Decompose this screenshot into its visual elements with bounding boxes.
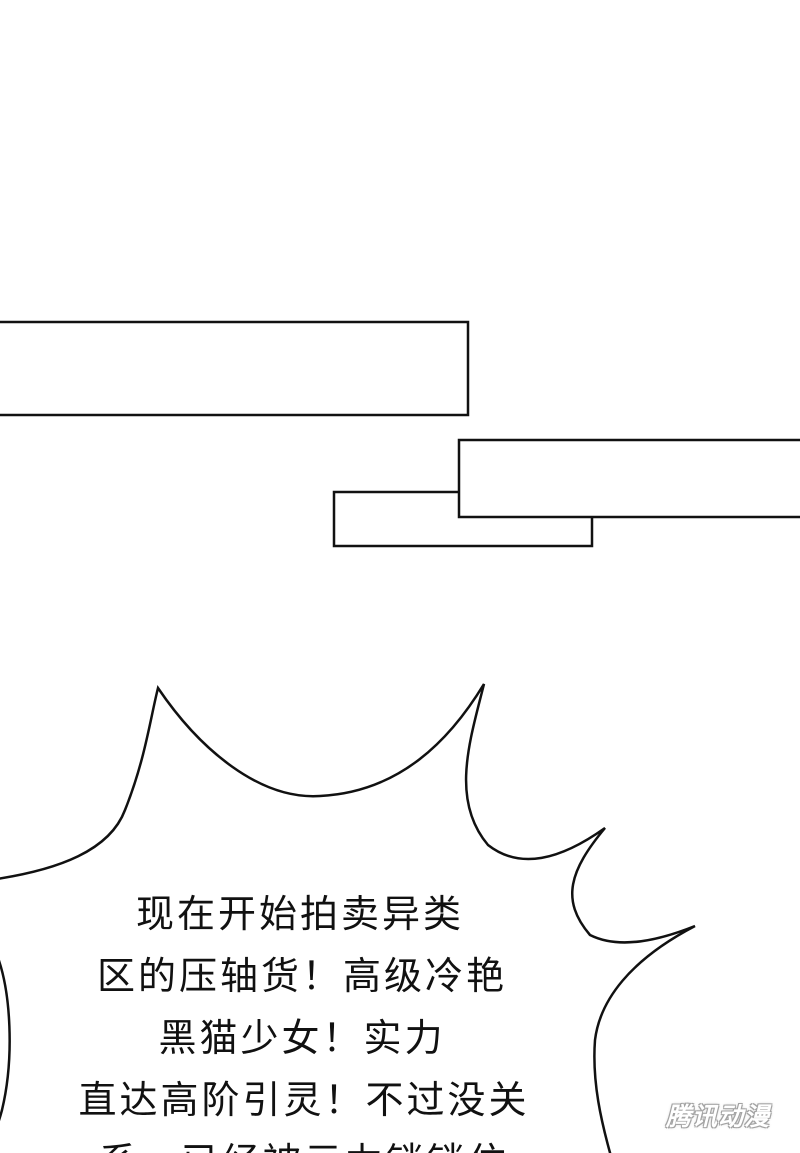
empty-caption-box-right xyxy=(457,438,800,519)
adjacent-bubble-edge xyxy=(0,959,11,1122)
tencent-comics-watermark: 腾讯动漫 xyxy=(665,1102,770,1131)
bubble-text-line-5: 系，已经被元力锁锁住 xyxy=(4,1143,604,1153)
shout-speech-bubble xyxy=(0,683,696,1153)
bubble-text-line-1: 现在开始拍卖异类 xyxy=(135,892,464,936)
bubble-text-line-4: 直达高阶引灵！不过没关 xyxy=(78,1078,530,1122)
empty-caption-box-left xyxy=(0,320,470,417)
bubble-text-line-3: 黑猫少女！实力 xyxy=(158,1016,446,1060)
bubble-text-line-2: 区的压轴货！高级冷艳 xyxy=(96,954,507,998)
